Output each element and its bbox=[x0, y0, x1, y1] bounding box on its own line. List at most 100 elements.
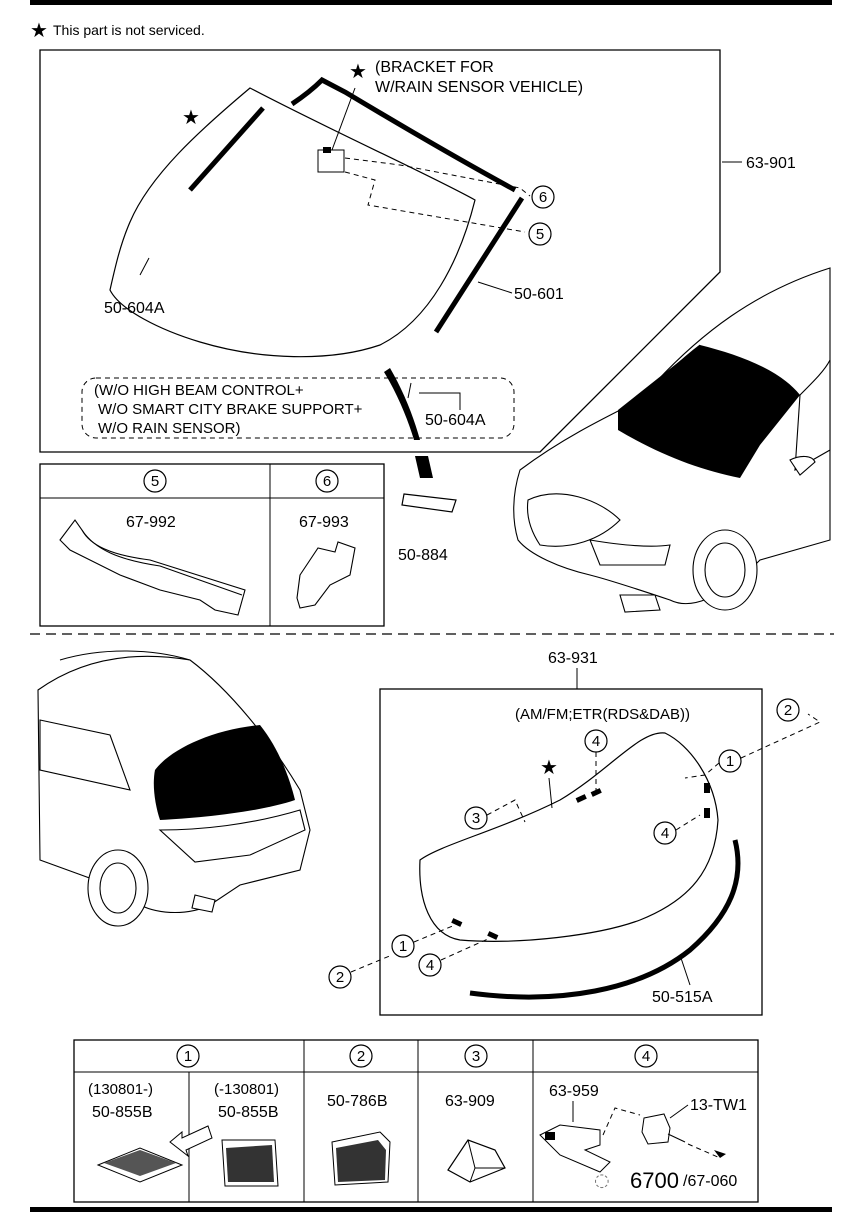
not-serviced-legend: ★ This part is not serviced. bbox=[30, 18, 205, 42]
col1-right-drawing bbox=[221, 1139, 279, 1187]
table-callout-2 bbox=[349, 1044, 373, 1068]
callout-1-right-label: 1 bbox=[726, 753, 734, 770]
col1-left-date: (130801-) bbox=[88, 1081, 153, 1098]
windshield-glass bbox=[109, 87, 476, 358]
table-callout-3-label: 3 bbox=[472, 1048, 480, 1065]
table-callout-1 bbox=[176, 1044, 200, 1068]
star-icon: ★ bbox=[30, 18, 48, 42]
molding-strip-left bbox=[188, 106, 265, 192]
detail-table-bottom: 1 2 3 4 (130801-) 50-855B (-130801) 50-8… bbox=[73, 1039, 759, 1203]
callout-5-label: 5 bbox=[536, 226, 544, 243]
condition-line3: W/O RAIN SENSOR) bbox=[98, 420, 241, 437]
top-rule bbox=[30, 0, 832, 5]
molding-stub-left bbox=[139, 257, 150, 276]
leader-5 bbox=[344, 171, 526, 233]
col4-ring-icon: ◌ bbox=[594, 1170, 610, 1191]
marker-c bbox=[704, 783, 710, 793]
part-67-992-drawing bbox=[59, 519, 246, 616]
callout-2-right-label: 2 bbox=[784, 702, 792, 719]
callout-2-bottom-label: 2 bbox=[336, 969, 344, 986]
col4-part-c-suffix: /67-060 bbox=[683, 1173, 737, 1190]
marker-f bbox=[487, 931, 499, 940]
callout-6 bbox=[531, 185, 555, 209]
arrow-icon bbox=[169, 1125, 213, 1158]
rear-car-illustration bbox=[37, 650, 311, 927]
col1-left-drawing bbox=[96, 1147, 184, 1183]
star-leader bbox=[548, 777, 553, 809]
rain-sensor-bracket bbox=[317, 87, 356, 173]
assembly-63-901: 63-901 bbox=[746, 155, 796, 172]
bracket-note-line2: W/RAIN SENSOR VEHICLE) bbox=[375, 79, 583, 96]
back-glass-frame bbox=[379, 688, 763, 1016]
table-callout-6-label: 6 bbox=[323, 473, 331, 490]
marker-b bbox=[590, 788, 602, 797]
table-callout-1-label: 1 bbox=[184, 1048, 192, 1065]
callout-4-right-label: 4 bbox=[661, 825, 669, 842]
callout-5 bbox=[528, 222, 552, 246]
col4-part-c-big: 6700 bbox=[630, 1168, 679, 1193]
part-50-884: 50-884 bbox=[398, 547, 448, 564]
callout-1-right bbox=[718, 749, 742, 773]
molding-strip-right bbox=[433, 196, 525, 334]
condition-box bbox=[81, 377, 515, 439]
callout-4-bottom-label: 4 bbox=[426, 957, 434, 974]
callout-1-bottom-label: 1 bbox=[399, 938, 407, 955]
col2-part: 50-786B bbox=[327, 1093, 388, 1110]
leader-50-601 bbox=[477, 281, 513, 294]
part-67-992: 67-992 bbox=[126, 514, 176, 531]
cover-50-884 bbox=[401, 493, 457, 513]
callout-1-bottom bbox=[391, 934, 415, 958]
table-callout-6 bbox=[315, 469, 339, 493]
col1-right-date: (-130801) bbox=[214, 1081, 279, 1098]
molding-strip-top bbox=[290, 76, 517, 193]
col3-part: 63-909 bbox=[445, 1093, 495, 1110]
back-glass-star-icon: ★ bbox=[540, 755, 558, 779]
condition-line1: (W/O HIGH BEAM CONTROL+ bbox=[94, 382, 304, 399]
col4-drawing-b bbox=[641, 1113, 671, 1145]
part-50-604a-lower: 50-604A bbox=[425, 412, 486, 429]
table-callout-4 bbox=[634, 1044, 658, 1068]
callout-2-bottom bbox=[328, 965, 352, 989]
leader-6 bbox=[344, 157, 531, 197]
part-50-601: 50-601 bbox=[514, 286, 564, 303]
callout-3 bbox=[464, 806, 488, 830]
front-car-illustration bbox=[513, 267, 831, 613]
callout-4-bottom bbox=[418, 953, 442, 977]
part-50-604a-left: 50-604A bbox=[104, 300, 165, 317]
marker-d bbox=[704, 808, 710, 818]
table-callout-3 bbox=[464, 1044, 488, 1068]
col2-drawing bbox=[331, 1131, 391, 1186]
table-callout-5 bbox=[143, 469, 167, 493]
leader-50-515a bbox=[679, 954, 691, 986]
callout-3-label: 3 bbox=[472, 810, 480, 827]
part-50-515a: 50-515A bbox=[652, 989, 713, 1006]
col3-drawing bbox=[447, 1139, 506, 1183]
table-callout-2-label: 2 bbox=[357, 1048, 365, 1065]
col4-drawing-a bbox=[539, 1124, 611, 1173]
callout-6-label: 6 bbox=[539, 189, 547, 206]
bottom-rule bbox=[30, 1207, 832, 1212]
lower-molding-stub bbox=[407, 382, 412, 399]
col1-left-part: 50-855B bbox=[92, 1104, 153, 1121]
left-strip-star-icon: ★ bbox=[182, 105, 200, 129]
col1-right-part: 50-855B bbox=[218, 1104, 279, 1121]
callout-4-right bbox=[653, 821, 677, 845]
bracket-star-icon: ★ bbox=[349, 59, 367, 83]
radio-note: (AM/FM;ETR(RDS&DAB)) bbox=[515, 706, 690, 723]
part-67-993-drawing bbox=[296, 541, 356, 609]
marker-a bbox=[575, 794, 587, 803]
table-callout-5-label: 5 bbox=[151, 473, 159, 490]
cover-strip bbox=[415, 456, 433, 478]
table-callout-4-label: 4 bbox=[642, 1048, 650, 1065]
callout-2-right bbox=[776, 698, 800, 722]
marker-e bbox=[451, 918, 463, 927]
detail-table-top: 5 6 67-992 67-993 bbox=[39, 463, 385, 627]
lower-molding bbox=[384, 368, 420, 440]
bracket-note-line1: (BRACKET FOR bbox=[375, 59, 494, 76]
not-serviced-text: This part is not serviced. bbox=[53, 22, 205, 38]
col4-part-a: 63-959 bbox=[549, 1083, 599, 1100]
back-glass-panel bbox=[419, 732, 719, 942]
leader-50-604a-lower bbox=[419, 392, 461, 410]
assembly-63-931: 63-931 bbox=[548, 650, 598, 667]
